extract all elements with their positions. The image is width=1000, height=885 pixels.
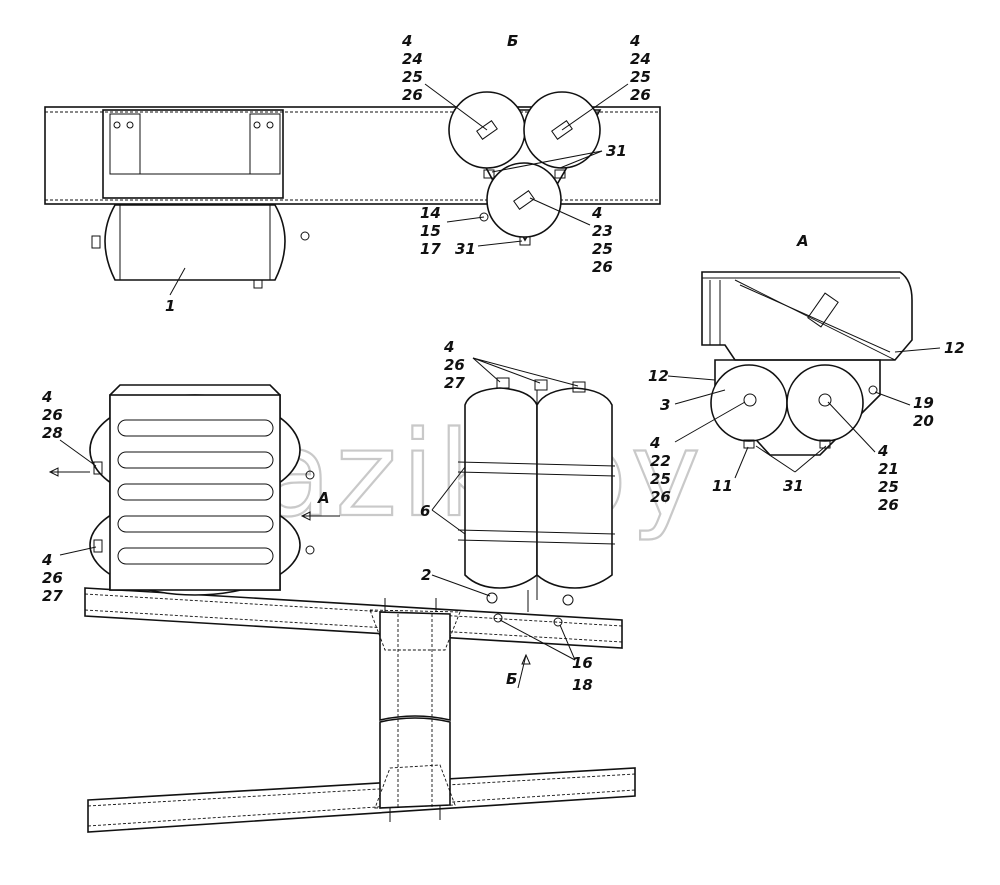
svg-text:28: 28 — [42, 424, 63, 442]
callout-6: 6 — [420, 502, 430, 520]
svg-text:4: 4 — [649, 434, 660, 452]
svg-text:4: 4 — [443, 338, 454, 356]
callout-group-4-26-27-side: 4 26 27 — [41, 551, 63, 605]
svg-text:24: 24 — [630, 50, 651, 68]
callout-group-14-15-17: 14 15 17 — [420, 204, 441, 258]
callout-group-4-22-25-26: 4 22 25 26 — [649, 434, 671, 506]
svg-text:25: 25 — [650, 470, 671, 488]
svg-text:19: 19 — [913, 394, 934, 412]
chassis-lower-view — [84, 587, 636, 833]
view-a-arrow-label: А — [317, 489, 330, 507]
svg-text:27: 27 — [42, 587, 63, 605]
callout-31-top: 31 — [606, 142, 627, 160]
callout-group-4-21-25-26: 4 21 25 26 — [877, 442, 899, 514]
callout-3: 3 — [660, 396, 670, 414]
svg-text:21: 21 — [878, 460, 899, 478]
view-b-receivers: Б 4 24 25 26 4 24 25 26 31 — [401, 32, 651, 276]
svg-text:25: 25 — [878, 478, 899, 496]
svg-text:23: 23 — [592, 222, 613, 240]
svg-text:26: 26 — [878, 496, 899, 514]
svg-text:22: 22 — [650, 452, 671, 470]
left-receiver-pack: А 4 26 28 4 26 27 — [41, 384, 340, 605]
view-b-label: Б — [507, 32, 518, 50]
svg-text:14: 14 — [420, 204, 441, 222]
callout-group-top-right: 4 24 25 26 — [629, 32, 651, 104]
svg-text:4: 4 — [401, 32, 412, 50]
callout-group-4-26-28: 4 26 28 — [41, 388, 63, 442]
callout-31-view-a: 31 — [783, 477, 804, 495]
callout-11: 11 — [712, 477, 733, 495]
svg-text:25: 25 — [592, 240, 613, 258]
svg-text:15: 15 — [420, 222, 441, 240]
svg-text:26: 26 — [650, 488, 671, 506]
callout-group-19-20: 19 20 — [913, 394, 934, 430]
svg-text:4: 4 — [629, 32, 640, 50]
svg-text:4: 4 — [591, 204, 602, 222]
svg-text:26: 26 — [592, 258, 613, 276]
svg-text:4: 4 — [41, 551, 52, 569]
svg-text:16: 16 — [572, 654, 593, 672]
svg-text:20: 20 — [913, 412, 934, 430]
callout-12-right: 12 — [944, 339, 965, 357]
callout-group-4-23-25-26: 4 23 25 26 — [591, 204, 613, 276]
svg-text:26: 26 — [402, 86, 423, 104]
svg-text:25: 25 — [630, 68, 651, 86]
svg-text:26: 26 — [630, 86, 651, 104]
callout-1: 1 — [165, 297, 175, 315]
middle-receiver-pair: 4 26 27 6 2 16 18 Б — [420, 338, 616, 694]
svg-text:24: 24 — [402, 50, 423, 68]
svg-text:27: 27 — [444, 374, 465, 392]
svg-text:4: 4 — [877, 442, 888, 460]
svg-text:18: 18 — [572, 676, 593, 694]
svg-text:26: 26 — [42, 569, 63, 587]
callout-group-top-left: 4 24 25 26 — [401, 32, 423, 104]
callout-12-left: 12 — [648, 367, 669, 385]
callout-2: 2 — [421, 566, 431, 584]
svg-text:25: 25 — [402, 68, 423, 86]
callout-group-16-18: 16 18 — [572, 654, 593, 694]
callout-31-bottom: 31 — [455, 240, 476, 258]
svg-text:26: 26 — [444, 356, 465, 374]
callout-group-4-26-27-mid: 4 26 27 — [443, 338, 465, 392]
view-a-assembly: А 12 12 3 19 20 4 22 — [648, 232, 965, 514]
view-a-label: А — [796, 232, 809, 250]
svg-text:17: 17 — [420, 240, 441, 258]
view-b-arrow-label: Б — [506, 670, 517, 688]
svg-text:4: 4 — [41, 388, 52, 406]
svg-text:26: 26 — [42, 406, 63, 424]
